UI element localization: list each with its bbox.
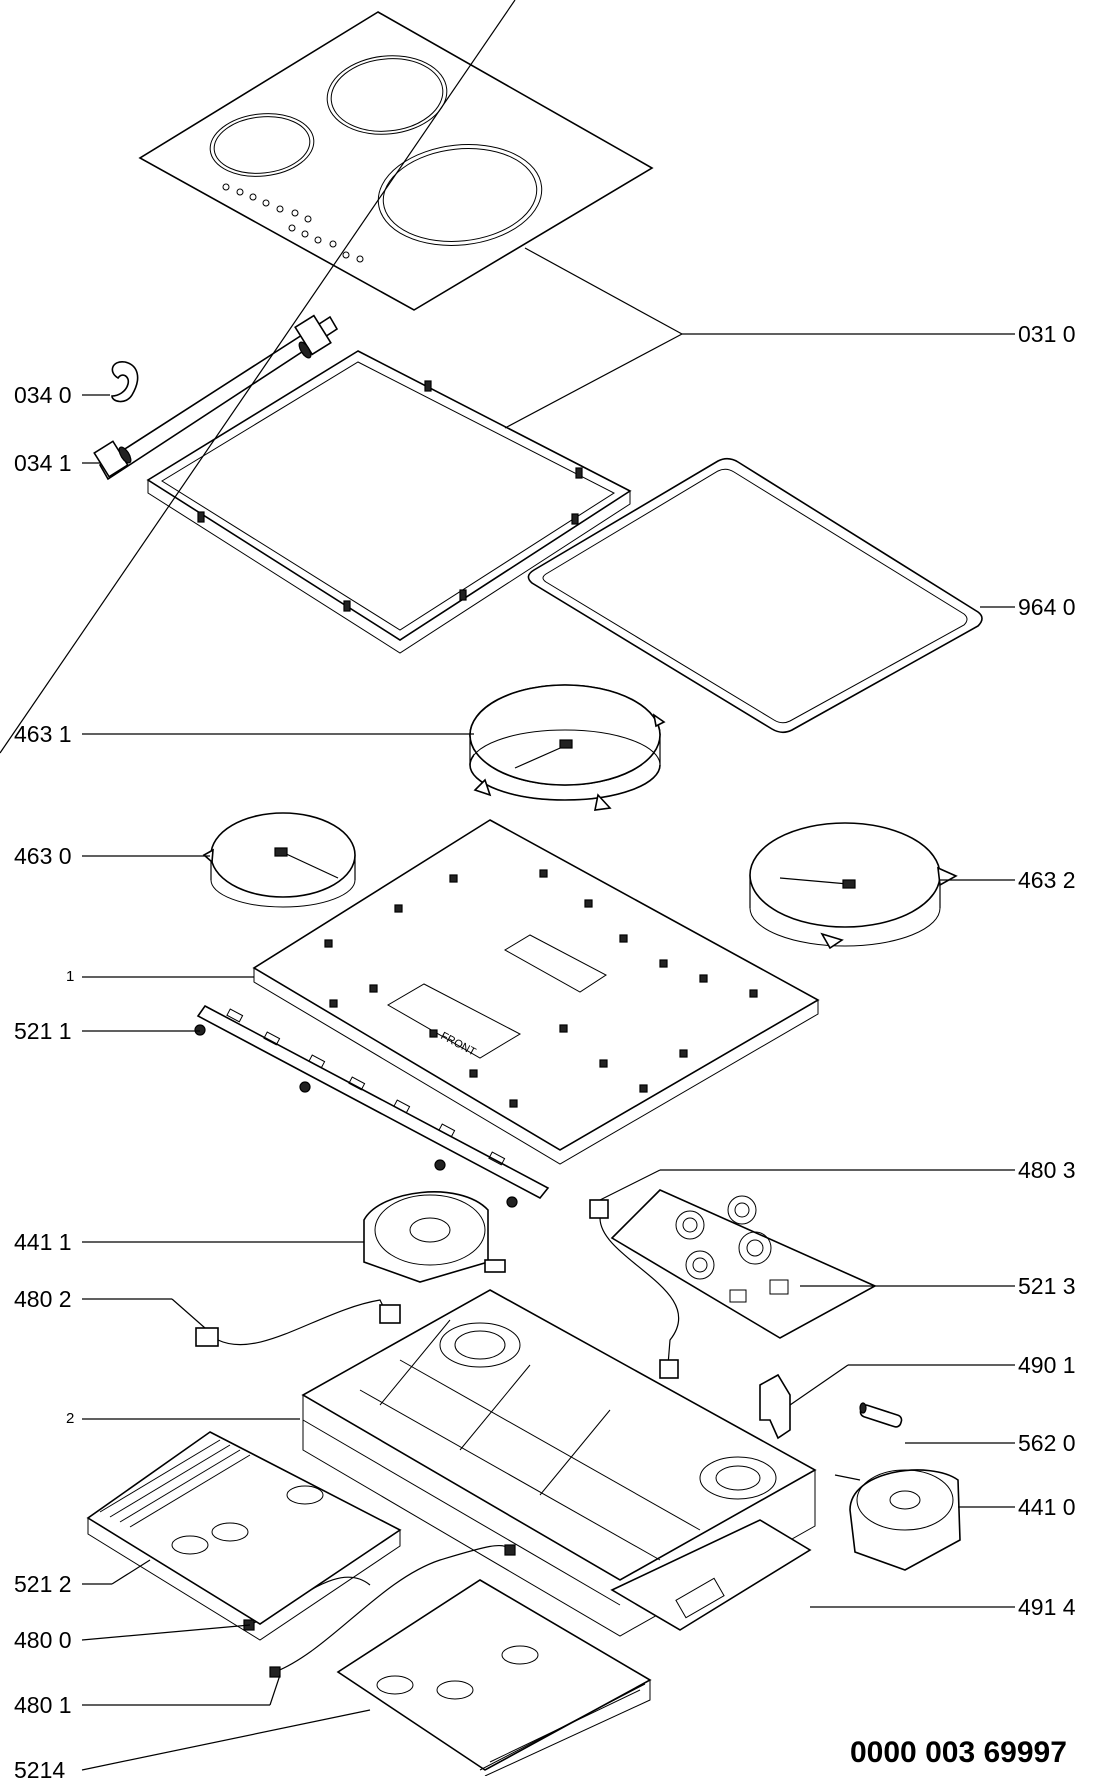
label-480-2: 480 2 <box>14 1286 72 1312</box>
label-490-1: 490 1 <box>1018 1352 1076 1378</box>
wire-harness-480-2 <box>195 1299 401 1347</box>
base-housing <box>301 1289 817 1637</box>
label-521-2: 521 2 <box>14 1571 72 1597</box>
label-562-0: 562 0 <box>1018 1430 1076 1456</box>
label-521-1: 521 1 <box>14 1018 72 1044</box>
wire-harness-480-1 <box>269 1544 516 1678</box>
glass-ceramic-top <box>138 11 654 311</box>
power-board-right <box>610 1189 877 1339</box>
wire-harness-480-3 <box>589 1199 680 1379</box>
power-board-left <box>86 1431 402 1641</box>
label-5214: 5214 <box>14 1757 66 1783</box>
cover-plate <box>610 1519 812 1631</box>
wire-clip <box>759 1373 791 1440</box>
label-480-0: 480 0 <box>14 1627 72 1653</box>
label-480-1: 480 1 <box>14 1692 72 1718</box>
label-034-0: 034 0 <box>14 382 72 408</box>
leader-lines <box>81 247 1015 1771</box>
label-463-1: 463 1 <box>14 721 72 747</box>
control-board-strip <box>194 1004 550 1208</box>
clip <box>111 361 139 403</box>
label-491-4: 491 4 <box>1018 1594 1076 1620</box>
power-board-bottom <box>336 1579 652 1777</box>
carrier-plate: FRONT <box>252 819 820 1165</box>
label-2: 2 <box>66 1410 75 1427</box>
mounting-bracket <box>93 314 339 481</box>
label-031-0: 031 0 <box>1018 321 1076 347</box>
heating-element-small <box>202 812 356 908</box>
label-1: 1 <box>66 968 75 985</box>
label-964-0: 964 0 <box>1018 594 1076 620</box>
label-521-3: 521 3 <box>1018 1273 1076 1299</box>
gasket-seal <box>527 457 983 734</box>
label-441-1: 441 1 <box>14 1229 72 1255</box>
hob-frame <box>146 350 632 654</box>
heating-element-medium <box>749 822 958 950</box>
heating-element-large <box>0 0 666 811</box>
cooling-fan-lower <box>834 1469 961 1571</box>
label-441-0: 441 0 <box>1018 1494 1076 1520</box>
label-463-2: 463 2 <box>1018 867 1076 893</box>
fuse <box>859 1402 903 1428</box>
label-463-0: 463 0 <box>14 843 72 869</box>
label-034-1: 034 1 <box>14 450 72 476</box>
document-number: 0000 003 69997 <box>850 1736 1067 1769</box>
label-480-3: 480 3 <box>1018 1157 1076 1183</box>
cooling-fan-upper <box>363 1191 506 1283</box>
